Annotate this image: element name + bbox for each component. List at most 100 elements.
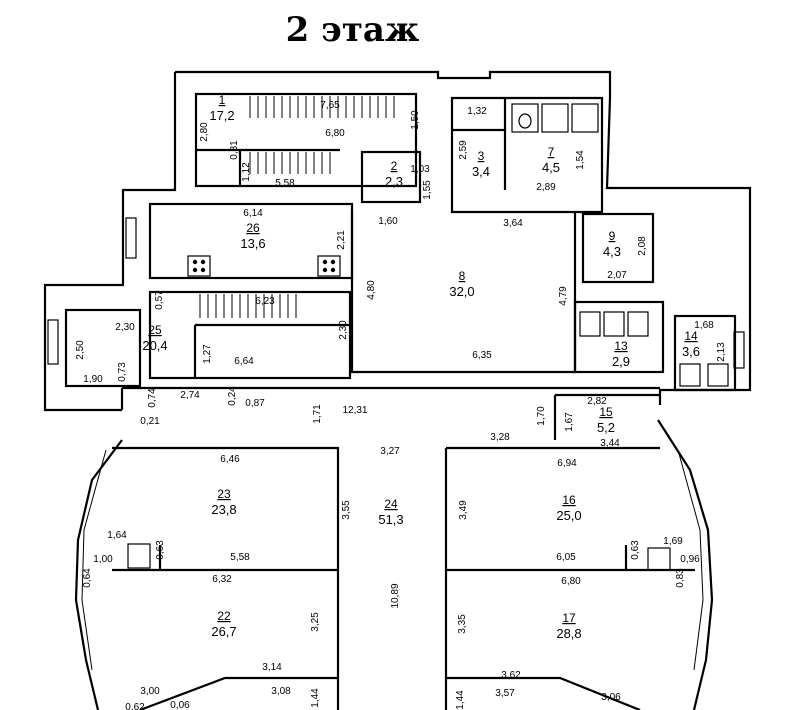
- dimension-label: 3,00: [140, 686, 160, 697]
- dimension-label: 1,90: [83, 374, 103, 385]
- column-icon: [127, 543, 151, 569]
- dimension-label: 1,55: [422, 180, 433, 200]
- room-number: 24: [384, 497, 398, 511]
- dimension-label: 3,25: [310, 612, 321, 632]
- dimension-label: 6,80: [325, 128, 345, 139]
- dimension-label: 3,35: [457, 614, 468, 634]
- dimension-label: 3,44: [600, 438, 620, 449]
- room-number: 25: [148, 323, 162, 337]
- room-area: 3,6: [682, 344, 700, 359]
- dimension-label: 0,06: [170, 700, 190, 710]
- page-title: 2 этаж: [285, 10, 420, 50]
- column-icon-2: [647, 547, 671, 571]
- room-number: 22: [217, 609, 231, 623]
- room-area: 23,8: [211, 502, 236, 517]
- dimension-label: 0,63: [155, 540, 166, 560]
- dimension-label: 3,62: [501, 670, 521, 681]
- shower-icon-2: [571, 103, 599, 133]
- dimension-label: 2,13: [716, 342, 727, 362]
- room-number: 15: [599, 405, 613, 419]
- sink-icon: [679, 363, 701, 387]
- dimension-label: 10,89: [390, 583, 401, 608]
- room-number: 23: [217, 487, 231, 501]
- toilet-icon-3: [603, 311, 625, 337]
- dimension-label: 3,55: [341, 500, 352, 520]
- dimension-label: 12,31: [342, 405, 367, 416]
- dimension-label: 3,57: [495, 688, 515, 699]
- dimension-label: 5,58: [275, 178, 295, 189]
- dimension-label: 1,69: [663, 536, 683, 547]
- window-icon: [125, 217, 137, 259]
- dimension-label: 3,08: [271, 686, 291, 697]
- dimension-label: 0,83: [675, 568, 686, 588]
- dimension-label: 3,49: [458, 500, 469, 520]
- dimension-label: 7,65: [320, 100, 340, 111]
- room-number: 17: [562, 611, 576, 625]
- dimension-label: 0,63: [630, 540, 641, 560]
- room-area: 3,4: [472, 164, 490, 179]
- dimension-label: 2,08: [637, 236, 648, 256]
- room-area: 5,2: [597, 420, 615, 435]
- room-number: 16: [562, 493, 576, 507]
- toilet-icon-2: [579, 311, 601, 337]
- room-area: 13,6: [240, 236, 265, 251]
- room-area: 28,8: [556, 626, 581, 641]
- room-number: 1: [219, 93, 226, 107]
- room-area: 32,0: [449, 284, 474, 299]
- dimension-label: 1,64: [107, 530, 127, 541]
- shower-icon: [541, 103, 569, 133]
- dimension-label: 3,64: [503, 218, 523, 229]
- toilet-icon: [511, 103, 539, 133]
- dimension-label: 3,28: [490, 432, 510, 443]
- room-area: 17,2: [209, 108, 234, 123]
- dimension-label: 2,74: [180, 390, 200, 401]
- room-number: 3: [478, 149, 485, 163]
- stove-icon: [187, 255, 211, 277]
- dimension-label: 2,50: [75, 340, 86, 360]
- dimension-label: 1,54: [575, 150, 586, 170]
- dimension-label: 0,73: [117, 362, 128, 382]
- dimension-label: 0,57: [154, 290, 165, 310]
- toilet-icon-4: [627, 311, 649, 337]
- dimension-label: 2,89: [536, 182, 556, 193]
- dimension-label: 6,14: [243, 208, 263, 219]
- dimension-label: 1,68: [694, 320, 714, 331]
- stove-icon-2: [317, 255, 341, 277]
- room-area: 2,9: [612, 354, 630, 369]
- dimension-label: 1,60: [378, 216, 398, 227]
- dimension-label: 1,00: [93, 554, 113, 565]
- dimension-label: 6,64: [234, 356, 254, 367]
- sink-icon-2: [707, 363, 729, 387]
- room-number: 2: [391, 159, 398, 173]
- dimension-label: 2,82: [587, 396, 607, 407]
- dimension-label: 1,70: [536, 406, 547, 426]
- window-icon-3: [733, 331, 745, 369]
- dimension-label: 5,58: [230, 552, 250, 563]
- dimension-label: 1,67: [564, 412, 575, 432]
- dimension-label: 6,94: [557, 458, 577, 469]
- window-icon-2: [47, 319, 59, 365]
- dimension-label: 4,80: [366, 280, 377, 300]
- dimension-label: 6,46: [220, 454, 240, 465]
- dimension-label: 0,31: [229, 140, 240, 160]
- room-area: 25,0: [556, 508, 581, 523]
- dimension-label: 3,14: [262, 662, 282, 673]
- dimension-label: 0,64: [82, 568, 93, 588]
- room-area: 51,3: [378, 512, 403, 527]
- room-area: 2,3: [385, 174, 403, 189]
- dimension-label: 1,71: [312, 404, 323, 424]
- dimension-label: 1,32: [467, 106, 487, 117]
- dimension-label: 6,35: [472, 350, 492, 361]
- dimension-label: 2,30: [115, 322, 135, 333]
- room-area: 4,3: [603, 244, 621, 259]
- toilet-bowl-icon: [518, 113, 532, 129]
- room-number: 8: [459, 269, 466, 283]
- dimension-label: 2,30: [338, 320, 349, 340]
- dimension-label: 3,06: [601, 692, 621, 703]
- dimension-label: 2,07: [607, 270, 627, 281]
- dimension-label: 1,50: [410, 110, 421, 130]
- dimension-label: 1,03: [410, 164, 430, 175]
- dimension-label: 2,59: [458, 140, 469, 160]
- room-area: 20,4: [142, 338, 167, 353]
- room-number: 7: [548, 145, 555, 159]
